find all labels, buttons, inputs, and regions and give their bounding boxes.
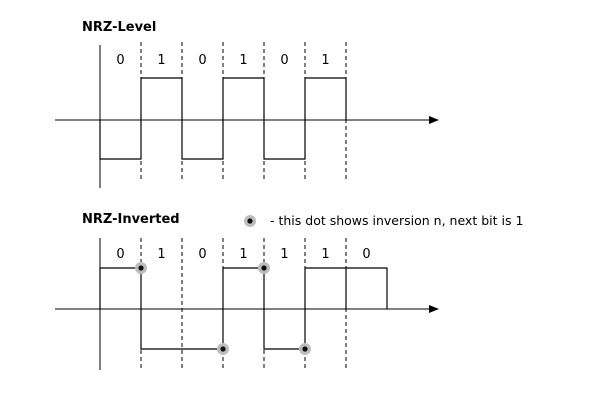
bit-label: 1 [239,53,247,68]
nrz-level-bit-labels: 0 1 0 1 0 1 [116,53,329,68]
bit-label: 1 [280,247,288,262]
bit-label: 1 [321,247,329,262]
inversion-legend-text: - this dot shows inversion n, next bit i… [270,213,523,228]
inversion-legend: - this dot shows inversion n, next bit i… [244,213,523,228]
inversion-dot [299,343,311,355]
nrz-level-section: NRZ-Level 0 1 0 1 0 1 [55,20,439,188]
nrz-level-waveform [99,77,347,160]
bit-label: 0 [280,53,288,68]
bit-label: 1 [157,53,165,68]
inversion-dot-center [138,265,144,271]
bit-label: 1 [157,247,165,262]
inversion-dot [258,262,270,274]
bit-label: 0 [198,53,206,68]
bit-label: 0 [116,247,124,262]
inversion-dot [217,343,229,355]
inversion-dot [135,262,147,274]
nrz-inverted-title: NRZ-Inverted [82,212,180,227]
inversion-dot-icon [247,218,253,224]
inversion-dot-center [302,346,308,352]
nrz-inverted-bit-labels: 0 1 0 1 1 1 0 [116,247,370,262]
bit-label: 0 [198,247,206,262]
bit-label: 1 [321,53,329,68]
bit-label: 1 [239,247,247,262]
inversion-dot-center [220,346,226,352]
nrz-inverted-section: NRZ-Inverted - this dot shows inversion … [55,212,523,370]
bit-label: 0 [362,247,370,262]
bit-label: 0 [116,53,124,68]
nrz-inverted-inversion-dots [135,262,311,355]
inversion-dot-center [261,265,267,271]
nrz-level-title: NRZ-Level [82,20,156,35]
